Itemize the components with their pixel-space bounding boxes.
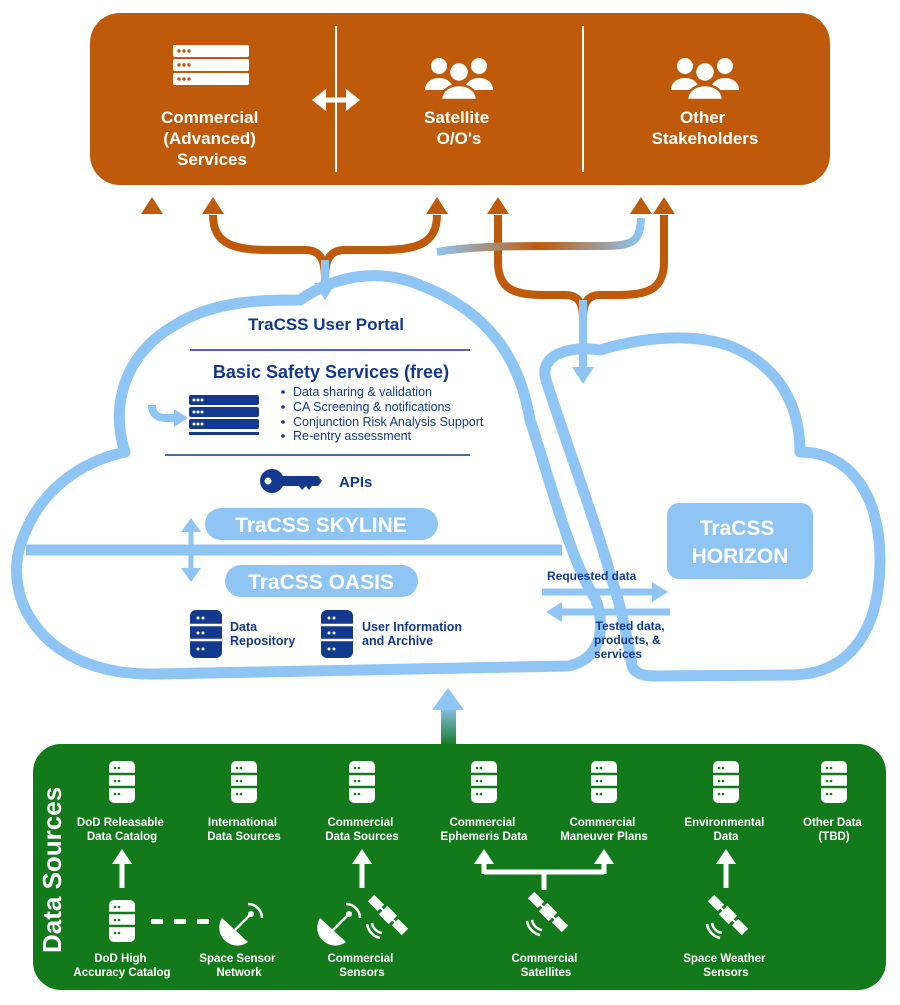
connector-arrowheads: [141, 197, 675, 427]
database-icon: [469, 759, 499, 805]
satellite-oo-label: Satellite O/O's: [424, 108, 494, 148]
stakeholder-connectors: [148, 210, 668, 422]
database-icon: [711, 759, 741, 805]
source-label: Commercial Satellites: [511, 953, 580, 979]
catalog-label: International Data Sources: [207, 817, 281, 843]
source-label: Space Sensor Network: [199, 953, 278, 979]
key-icon: [260, 469, 322, 493]
dashed-link: [151, 919, 209, 924]
list-item: Data sharing & validation: [293, 385, 432, 399]
tracss-cloud: [11, 270, 886, 682]
database-icon: [229, 759, 259, 805]
oasis-label: TraCSS OASIS: [248, 571, 394, 594]
database-icon: [589, 759, 619, 805]
database-icon: [188, 608, 224, 660]
list-item: CA Screening & notifications: [293, 400, 451, 414]
source-arrows: [112, 849, 736, 890]
server-icon: [173, 45, 249, 85]
catalog-label: Commercial Data Sources: [325, 817, 399, 843]
skyline-label: TraCSS SKYLINE: [235, 514, 407, 537]
database-icon: [107, 898, 137, 944]
horizon-label: TraCSS HORIZON: [692, 517, 789, 568]
catalog-label: Environmental Data: [684, 817, 767, 843]
skyline-pill: [205, 508, 438, 540]
tested-data-label: Tested data, products, & services: [594, 619, 668, 661]
other-stakeholders-label: Other Stakeholders: [652, 108, 759, 148]
commercial-services-label: Commercial (Advanced) Services: [161, 108, 263, 169]
database-icon: [319, 608, 355, 660]
source-label: Commercial Sensors: [327, 953, 396, 979]
data-sources-title: Data Sources: [37, 787, 67, 953]
requested-data-label: Requested data: [547, 569, 637, 583]
database-icon: [107, 759, 137, 805]
portal-title: TraCSS User Portal: [248, 315, 404, 334]
database-icon: [347, 759, 377, 805]
basic-services-list: Data sharing & validation CA Screening &…: [281, 385, 484, 443]
stakeholders-panel: Commercial (Advanced) Services Satellite…: [90, 13, 830, 185]
source-label: Space Weather Sensors: [683, 953, 768, 979]
data-sources-panel: Data Sources DoD Releasable Data Catalog…: [33, 744, 886, 990]
server-icon: [189, 395, 259, 435]
tested-data-arrow: [546, 602, 670, 622]
double-arrow-icon: [181, 518, 201, 582]
list-item: Re-entry assessment: [293, 429, 412, 443]
catalog-label: DoD Releasable Data Catalog: [77, 817, 167, 843]
horizon-box: [667, 503, 813, 579]
database-icon: [819, 759, 849, 805]
source-label: DoD High Accuracy Catalog: [73, 953, 170, 979]
catalog-label: Other Data (TBD): [803, 817, 865, 843]
catalog-label: Commercial Maneuver Plans: [560, 817, 648, 843]
requested-data-arrow: [542, 582, 668, 602]
double-arrow-icon: [312, 89, 360, 111]
data-sources-upload-arrow: [432, 688, 464, 746]
user-information-label: User Information and Archive: [362, 620, 466, 648]
catalog-label: Commercial Ephemeris Data: [441, 817, 529, 843]
basic-services-title: Basic Safety Services (free): [213, 362, 449, 382]
oasis-pill: [225, 565, 418, 597]
apis-label: APIs: [339, 474, 372, 491]
data-repository-label: Data Repository: [230, 620, 295, 648]
list-item: Conjunction Risk Analysis Support: [293, 415, 484, 429]
